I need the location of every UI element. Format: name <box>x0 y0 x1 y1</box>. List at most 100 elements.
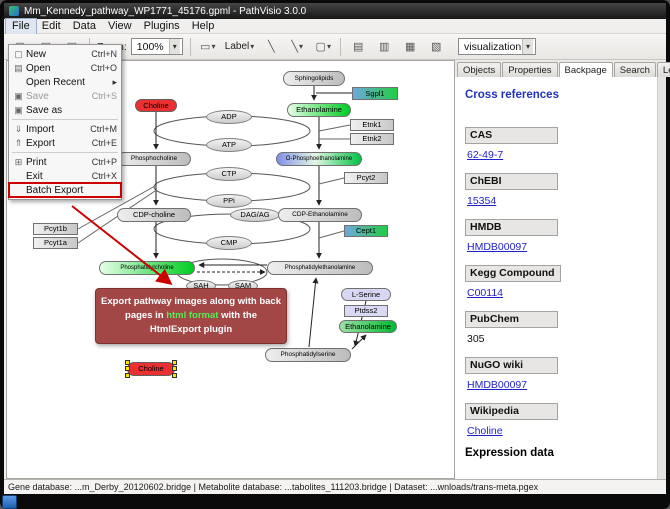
menu-item-label: New <box>26 48 47 60</box>
align-top-icon: ▧ <box>431 41 442 53</box>
tab-legend[interactable]: Legend <box>656 62 670 77</box>
menu-item-label: Export <box>26 137 55 149</box>
label-tool-icon: Label <box>224 41 250 52</box>
selection-handle[interactable] <box>172 360 177 365</box>
menubar-item-data[interactable]: Data <box>72 19 96 32</box>
menubar-item-view[interactable]: View <box>107 19 132 32</box>
menu-item-shortcut: Ctrl+O <box>90 63 117 73</box>
pathway-node-adp[interactable]: ADP <box>206 110 252 124</box>
tab-search[interactable]: Search <box>613 62 656 77</box>
xref-database-name: HMDB <box>465 219 558 236</box>
pathway-node-phosphocholine[interactable]: Phosphocholine <box>117 152 191 166</box>
label-tool-button[interactable]: Label▾ <box>222 37 257 57</box>
pathway-node-cdp-choline[interactable]: CDP-choline <box>117 208 191 222</box>
pathway-node-pcyt2[interactable]: Pcyt2 <box>344 172 388 184</box>
chevron-down-icon[interactable]: ▾ <box>211 42 216 51</box>
zoom-combobox[interactable]: 100% ▾ <box>130 38 183 55</box>
align-top-button[interactable]: ▧ <box>424 37 448 57</box>
title-bar[interactable]: Mm_Kennedy_pathway_WP1771_45176.gpml - P… <box>4 3 666 19</box>
menubar-item-help[interactable]: Help <box>191 19 215 32</box>
pathway-node-dag-ag[interactable]: DAG/AG <box>230 208 280 222</box>
menu-item-shortcut: Ctrl+E <box>91 138 117 148</box>
pathway-node-pcyt1b[interactable]: Pcyt1b <box>33 223 78 235</box>
new-file-icon: ▢ <box>14 48 23 59</box>
tab-backpage[interactable]: Backpage <box>558 62 613 78</box>
line-tool-button[interactable]: ╲ <box>259 37 283 57</box>
menubar-item-edit[interactable]: Edit <box>41 19 61 32</box>
align-left-icon: ▤ <box>353 41 364 53</box>
selection-handle[interactable] <box>125 366 130 371</box>
selection-handle[interactable] <box>125 373 130 378</box>
shape-tool-button[interactable]: ▢▾ <box>311 37 335 57</box>
save-as-icon: ▣ <box>14 104 23 115</box>
xref-link[interactable]: 62-49-7 <box>467 149 504 161</box>
pathway-node-atp[interactable]: ATP <box>206 138 252 152</box>
menubar-item-file[interactable]: File <box>5 17 37 35</box>
pathway-node-ppi[interactable]: PPi <box>206 194 252 208</box>
file-menu-item-batch-export[interactable]: Batch Export <box>8 182 122 198</box>
datanode-tool-button[interactable]: ▭▾ <box>196 37 220 57</box>
xref-link[interactable]: HMDB00097 <box>467 241 528 253</box>
line-style-tool-button[interactable]: ╲▾ <box>285 37 309 57</box>
tab-objects[interactable]: Objects <box>457 62 502 77</box>
menu-item-shortcut: Ctrl+P <box>91 157 117 167</box>
chevron-down-icon[interactable]: ▾ <box>521 39 533 54</box>
visualization-combobox[interactable]: visualization ▾ <box>458 38 536 55</box>
align-right-button[interactable]: ▦ <box>398 37 422 57</box>
menu-item-label: Save <box>26 90 49 102</box>
menubar-item-plugins[interactable]: Plugins <box>143 19 180 32</box>
pathway-node-pcyt1a[interactable]: Pcyt1a <box>33 237 78 249</box>
pathway-node-l-serine[interactable]: L-Serine <box>341 288 391 301</box>
pathway-node-ctp[interactable]: CTP <box>206 167 252 181</box>
menu-item-label: Save as <box>26 104 63 116</box>
pathway-node-choline[interactable]: Choline <box>125 360 177 378</box>
print-icon: ⊞ <box>14 156 23 167</box>
pathway-node-sgpl1[interactable]: Sgpl1 <box>352 87 398 100</box>
pathway-node-cdp-ethanolamine[interactable]: CDP-Ethanolamine <box>278 208 362 222</box>
pathway-node-phosphatidylserine[interactable]: Phosphatidylserine <box>265 348 351 362</box>
file-menu-item-open-recent[interactable]: Open Recent▸ <box>9 75 121 89</box>
xref-link[interactable]: 15354 <box>467 195 497 207</box>
pathway-node-choline[interactable]: Choline <box>135 99 177 112</box>
pathway-node-ptdss2[interactable]: Ptdss2 <box>344 305 388 317</box>
chevron-down-icon[interactable]: ▾ <box>326 42 331 51</box>
pathway-node-phosphatidylcholine[interactable]: Phosphatidylcholine <box>99 261 195 275</box>
pathway-node-sphingolipids[interactable]: Sphingolipids <box>283 71 345 86</box>
pathway-node-o-phosphoethanolamine[interactable]: O-Phosphoethanolamine <box>276 152 362 166</box>
file-menu-item-save-as[interactable]: ▣Save as <box>9 103 121 117</box>
xref-link[interactable]: HMDB00097 <box>467 379 528 391</box>
tab-properties[interactable]: Properties <box>502 62 558 77</box>
selection-handle[interactable] <box>125 360 130 365</box>
pathway-node-etnk2[interactable]: Etnk2 <box>350 133 394 145</box>
pathway-node-cmp[interactable]: CMP <box>206 236 252 250</box>
chevron-down-icon[interactable]: ▾ <box>250 42 255 51</box>
xref-link[interactable]: Choline <box>467 425 503 437</box>
chevron-down-icon[interactable]: ▾ <box>168 39 180 54</box>
selection-handle[interactable] <box>172 373 177 378</box>
align-center-button[interactable]: ▥ <box>372 37 396 57</box>
xref-link[interactable]: C00114 <box>467 287 504 299</box>
pathway-node-ethanolamine[interactable]: Ethanolamine <box>287 103 351 117</box>
pathway-node-ethanolamine[interactable]: Ethanolamine <box>339 320 397 333</box>
chevron-down-icon[interactable]: ▾ <box>299 42 304 51</box>
pathway-node-cept1[interactable]: Cept1 <box>344 225 388 237</box>
pathway-node-etnk1[interactable]: Etnk1 <box>350 119 394 131</box>
sidebar-scrollbar[interactable] <box>657 77 666 479</box>
pathway-node-phosphatidylethanolamine[interactable]: Phosphatidylethanolamine <box>267 261 373 275</box>
menu-item-shortcut: Ctrl+S <box>91 91 117 101</box>
align-left-button[interactable]: ▤ <box>346 37 370 57</box>
taskbar-app-icon[interactable] <box>2 495 17 509</box>
selection-handle[interactable] <box>172 366 177 371</box>
